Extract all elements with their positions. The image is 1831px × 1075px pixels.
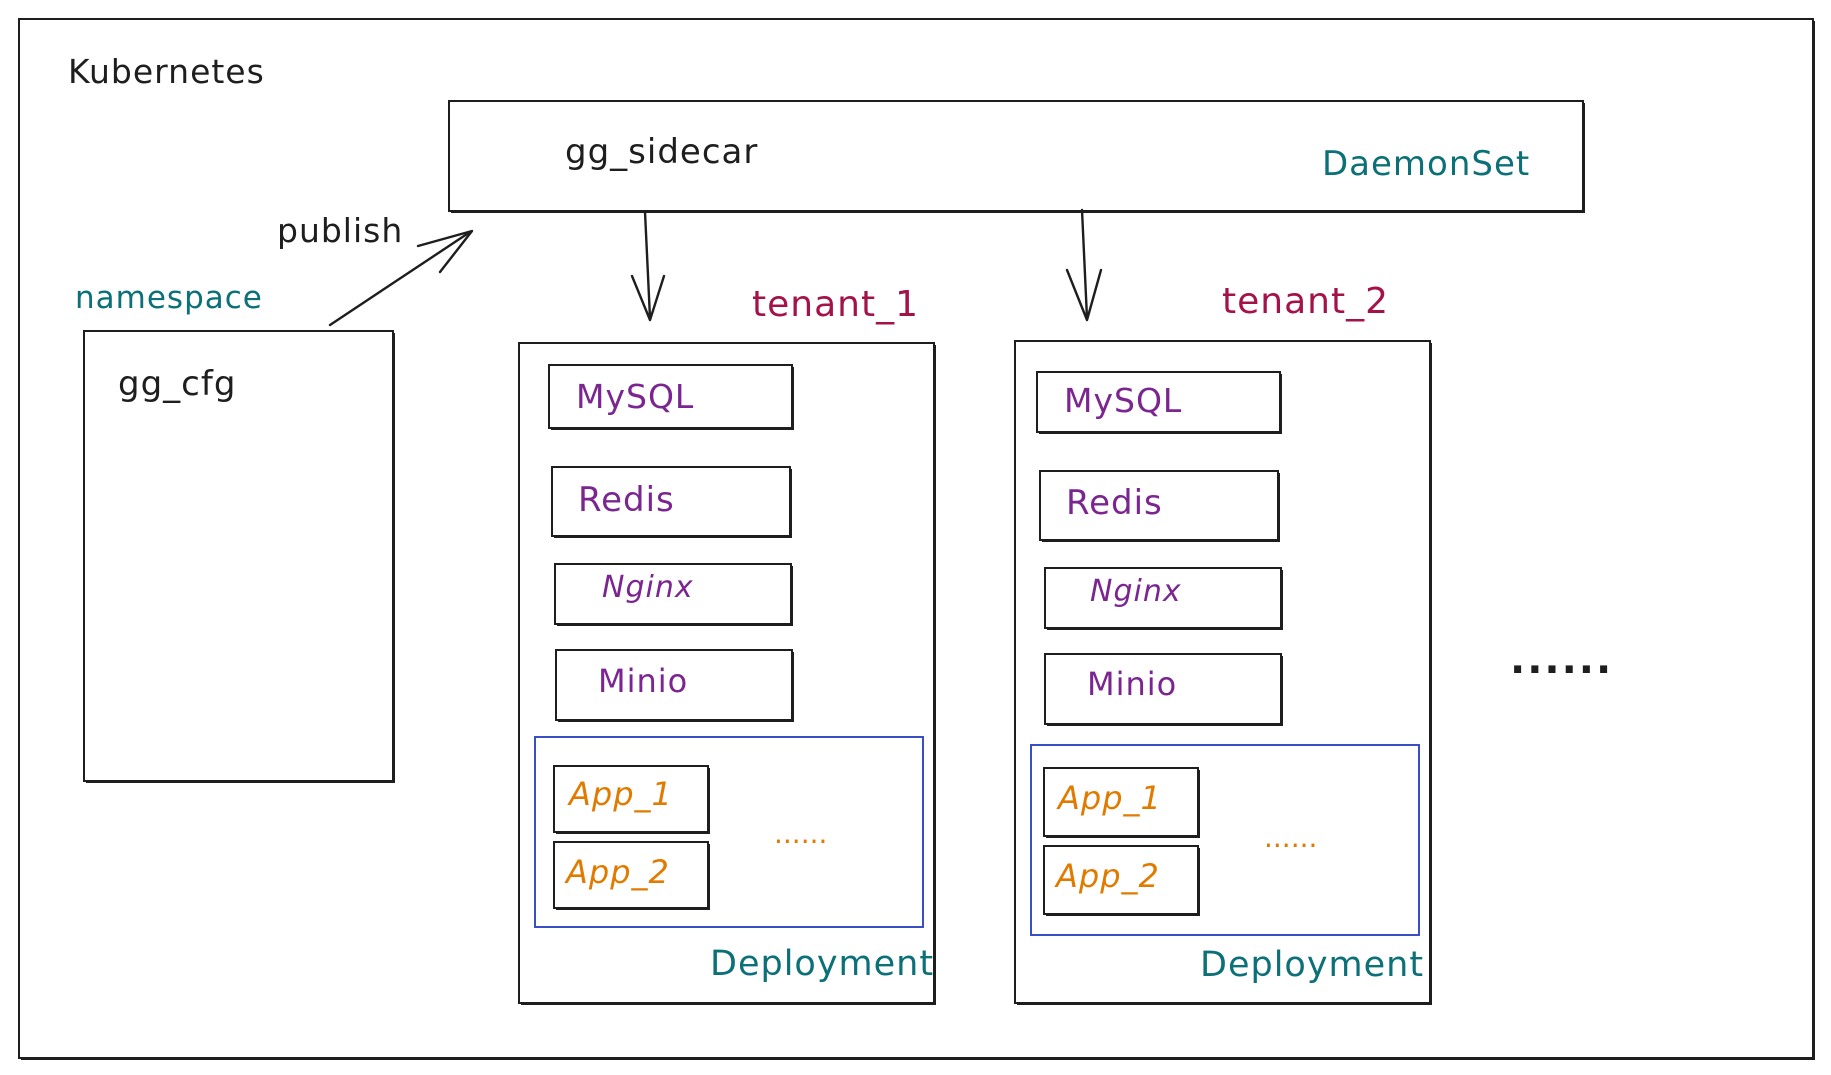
tenant-2-name: tenant_2 [1222, 281, 1389, 322]
tenant-1-app-1 [553, 765, 709, 833]
namespace-box [83, 330, 394, 782]
namespace-label: namespace [75, 280, 263, 316]
tenant-2-deployment-label: Deployment [1200, 945, 1425, 985]
cluster-label: Kubernetes [68, 52, 265, 91]
kubernetes-cluster-frame [18, 18, 1814, 1059]
tenant-2-service-minio [1044, 653, 1282, 725]
daemonset-name: gg_sidecar [565, 132, 759, 172]
tenant-1-deployment-box [518, 342, 935, 1004]
tenant-1-service-redis-label: Redis [578, 480, 675, 520]
tenant-2-service-minio-label: Minio [1087, 665, 1178, 703]
tenant-1-apps-group [534, 736, 924, 928]
tenant-2-service-mysql [1036, 371, 1281, 433]
tenant-1-service-nginx-label: Nginx [602, 570, 694, 605]
tenant-2-service-mysql-label: MySQL [1064, 381, 1183, 420]
tenant-1-service-redis [551, 466, 791, 537]
tenant-2-app-1-label: App_1 [1058, 779, 1162, 817]
namespace-config-name: gg_cfg [118, 364, 237, 404]
tenant-1-apps-ellipsis: ...... [774, 817, 828, 850]
tenant-1-service-minio [555, 649, 793, 721]
tenant-1-service-mysql [548, 364, 793, 429]
tenant-1-service-minio-label: Minio [598, 662, 689, 700]
tenant-2-apps-ellipsis: ...... [1264, 821, 1318, 854]
tenant-2-app-1 [1043, 767, 1199, 837]
tenant-2-service-redis-label: Redis [1066, 483, 1163, 523]
tenant-1-service-nginx [554, 563, 792, 625]
tenant-1-deployment-label: Deployment [710, 944, 935, 984]
tenant-1-name: tenant_1 [752, 284, 919, 325]
tenant-2-app-2-label: App_2 [1056, 857, 1160, 895]
more-tenants-ellipsis: ...... [1510, 637, 1614, 683]
tenant-2-app-2 [1043, 845, 1199, 915]
tenant-1-app-2 [553, 841, 709, 909]
daemonset-box [448, 100, 1584, 212]
tenant-2-deployment-box [1014, 340, 1431, 1004]
daemonset-kind-label: DaemonSet [1322, 144, 1531, 184]
tenant-2-service-nginx [1044, 567, 1282, 629]
tenant-2-service-redis [1039, 470, 1279, 541]
tenant-1-app-1-label: App_1 [569, 775, 673, 813]
tenant-1-service-mysql-label: MySQL [576, 377, 695, 416]
publish-label: publish [277, 211, 404, 250]
tenant-1-app-2-label: App_2 [566, 853, 670, 891]
tenant-2-apps-group [1030, 744, 1420, 936]
tenant-2-service-nginx-label: Nginx [1090, 574, 1182, 609]
